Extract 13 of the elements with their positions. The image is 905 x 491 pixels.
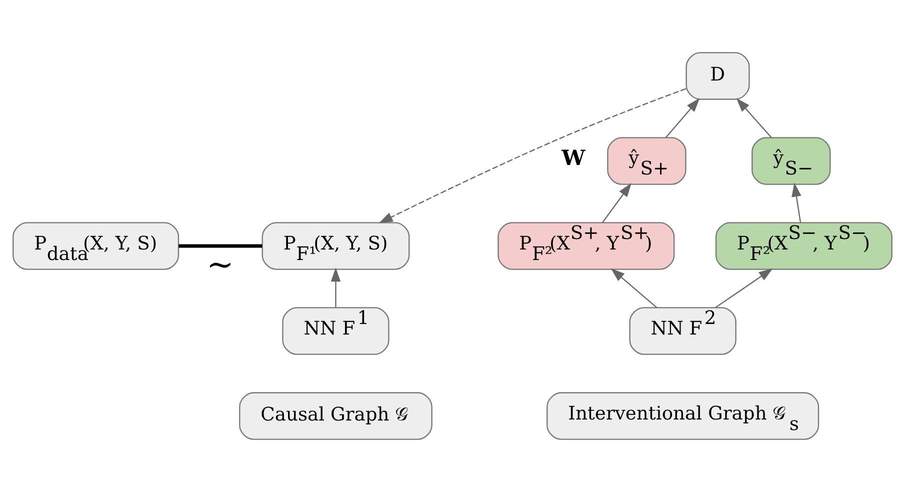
arrow: [714, 268, 773, 308]
arrow: [610, 268, 658, 308]
arrow: [736, 98, 772, 138]
arrow: [378, 88, 686, 223]
arrow: [330, 267, 341, 308]
arrow: [792, 182, 802, 222]
connector: [178, 244, 262, 248]
edge-label: ∼: [206, 245, 234, 284]
arrow: [665, 98, 700, 138]
node-box: D: [686, 52, 750, 100]
node-box: Causal Graph 𝒢: [239, 392, 432, 440]
arrow: [602, 182, 632, 223]
edge-label: W: [562, 144, 586, 170]
